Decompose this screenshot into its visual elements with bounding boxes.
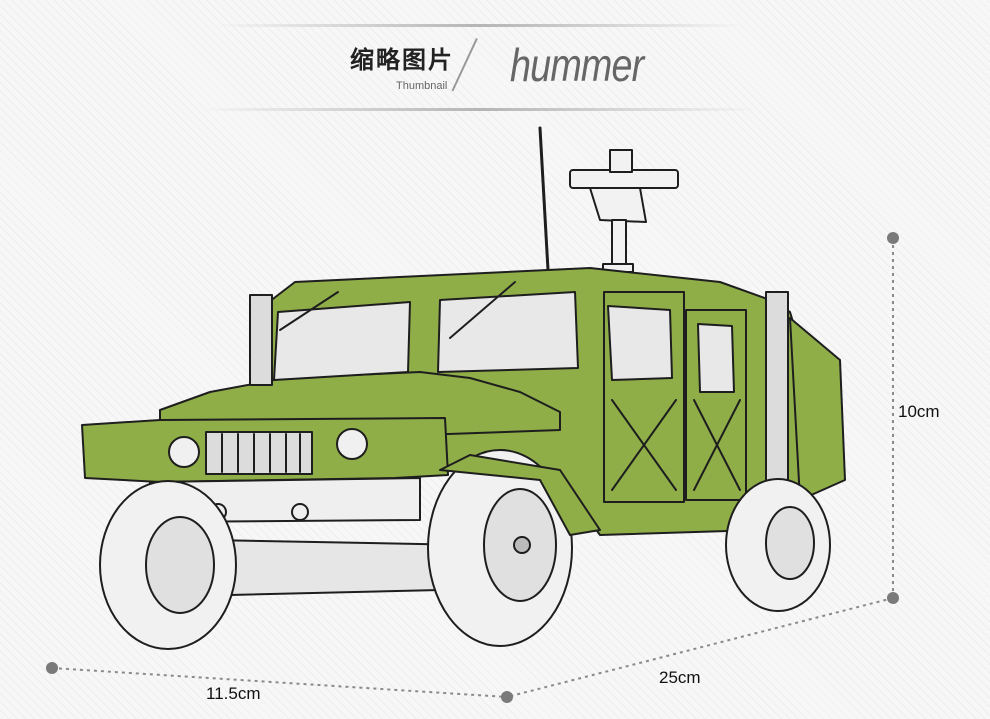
dimension-dots: [46, 232, 899, 703]
wheel-front-right: [427, 449, 573, 647]
windshield-left: [273, 301, 411, 381]
front-door: [603, 291, 685, 503]
tow-hook-right: [291, 503, 309, 521]
door-x-brace-rear: [693, 399, 741, 491]
rear-cargo: [789, 317, 846, 501]
width-dimension-line: [51, 667, 508, 698]
wiper-right: [449, 281, 516, 339]
title-chinese: 缩略图片: [350, 46, 454, 74]
side-window-rear: [697, 323, 735, 393]
antenna: [538, 126, 550, 272]
corner-dot: [501, 691, 513, 703]
headlight-left: [168, 436, 200, 468]
wiper-left: [279, 291, 339, 331]
width-dimension-label: 11.5cm: [206, 684, 261, 703]
header-top-rule: [215, 24, 745, 27]
width-left-dot: [46, 662, 58, 674]
grille: [205, 431, 313, 475]
header-bottom-rule: [200, 108, 760, 111]
mounted-gun: [569, 149, 679, 273]
door-x-brace-front: [611, 399, 677, 491]
headlight-right: [336, 428, 368, 460]
wheel-rear-right: [725, 478, 831, 612]
windshield-right: [437, 291, 579, 373]
title-english: Thumbnail: [396, 80, 448, 92]
rear-door: [685, 309, 747, 501]
front-fender: [439, 454, 601, 536]
height-dimension-label: 10cm: [898, 402, 940, 421]
height-bottom-dot: [887, 592, 899, 604]
wheel-front-left: [99, 480, 237, 650]
snorkel: [249, 294, 273, 386]
height-top-dot: [887, 232, 899, 244]
side-window-front: [607, 305, 673, 381]
dimension-lines: [51, 238, 894, 698]
length-dimension-label: 25cm: [659, 668, 701, 687]
brand-name: hummer: [510, 39, 644, 91]
hummer-vehicle: [81, 126, 846, 650]
